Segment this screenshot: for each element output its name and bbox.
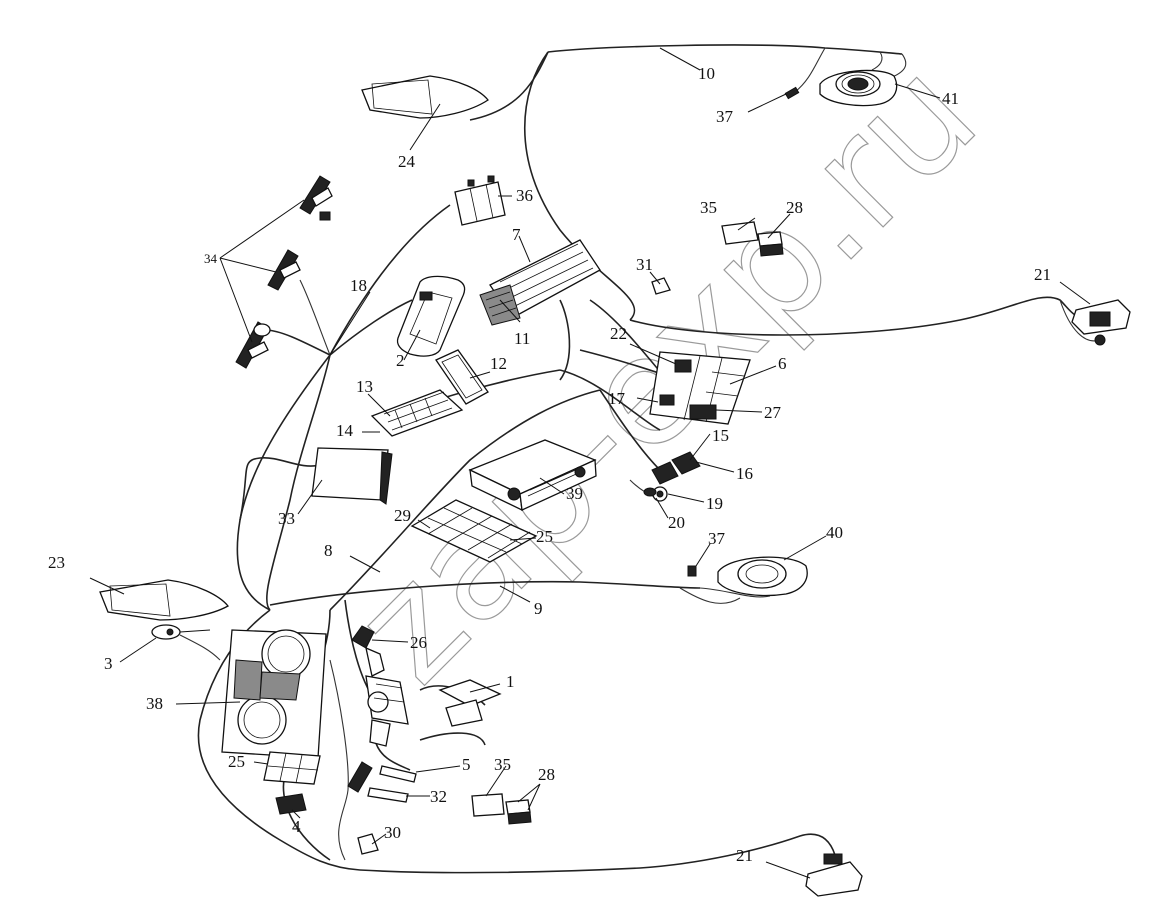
label-29: 29: [394, 506, 411, 525]
label-27: 27: [764, 403, 782, 422]
callout-numbers: 10 41 37 24 36 34 18 7 35 28 31 21 11 22…: [48, 64, 1051, 865]
label-37-top: 37: [716, 107, 734, 126]
part-29-25-keypad: [410, 499, 538, 563]
label-18: 18: [350, 276, 367, 295]
label-15: 15: [712, 426, 729, 445]
part-40-speaker: [717, 556, 808, 597]
label-31: 31: [636, 255, 653, 274]
label-7: 7: [512, 225, 521, 244]
part-30-label: [357, 833, 379, 855]
label-2: 2: [396, 351, 405, 370]
label-24: 24: [398, 152, 416, 171]
label-38: 38: [146, 694, 163, 713]
part-21-top: [1071, 299, 1131, 346]
label-39: 39: [566, 484, 583, 503]
part-34-switches: [235, 175, 333, 369]
part-5-32-plugs: [347, 761, 417, 803]
label-5: 5: [462, 755, 471, 774]
label-28-bottom: 28: [538, 765, 555, 784]
part-31-label: [651, 277, 671, 295]
part-41-speaker: [819, 69, 898, 107]
label-28-top: 28: [786, 198, 803, 217]
label-16: 16: [736, 464, 753, 483]
label-36: 36: [516, 186, 533, 205]
part-37-connector-bottom: [687, 565, 697, 577]
label-21-top: 21: [1034, 265, 1051, 284]
label-1: 1: [506, 672, 515, 691]
label-20: 20: [668, 513, 685, 532]
label-9: 9: [534, 599, 543, 618]
label-33: 33: [278, 509, 295, 528]
part-25-grid: [263, 751, 321, 785]
label-40: 40: [826, 523, 843, 542]
label-14: 14: [336, 421, 354, 440]
part-33-booklet: [311, 447, 393, 505]
label-41: 41: [942, 89, 959, 108]
label-23: 23: [48, 553, 65, 572]
part-26-1-switch-assembly: [351, 625, 502, 747]
label-11: 11: [514, 329, 530, 348]
leader-lines: [89, 47, 1091, 879]
label-13: 13: [356, 377, 373, 396]
part-21-bottom: [805, 853, 863, 897]
label-26: 26: [410, 633, 427, 652]
label-12: 12: [490, 354, 507, 373]
part-7-fuse-box: [479, 239, 601, 326]
part-35-28-top: [721, 221, 784, 257]
label-37-bottom: 37: [708, 529, 726, 548]
label-17: 17: [608, 389, 626, 408]
label-6: 6: [778, 354, 787, 373]
label-19: 19: [706, 494, 723, 513]
part-13-14-control-panel: [370, 389, 464, 437]
label-3: 3: [104, 654, 113, 673]
label-4: 4: [292, 817, 301, 836]
label-25-bottom: 25: [228, 752, 245, 771]
part-2-display: [396, 275, 466, 357]
part-15-16-connectors: [643, 451, 701, 502]
part-36-module: [454, 175, 506, 226]
part-4-relay: [275, 793, 307, 815]
part-3-key: [151, 624, 211, 640]
label-30: 30: [384, 823, 401, 842]
label-21-bottom: 21: [736, 846, 753, 865]
part-38-instrument-cluster: [221, 629, 327, 759]
part-24-headlamp: [361, 75, 489, 119]
part-39-radio: [468, 439, 597, 512]
label-32: 32: [430, 787, 447, 806]
label-34: 34: [204, 251, 218, 266]
label-25-top: 25: [536, 527, 553, 546]
part-12-panel: [435, 349, 489, 405]
label-8: 8: [324, 541, 333, 560]
part-6-22-27-module: [649, 351, 751, 425]
label-35-bottom: 35: [494, 755, 511, 774]
label-10: 10: [698, 64, 715, 83]
part-23-headlamp: [99, 579, 229, 621]
label-35-top: 35: [700, 198, 717, 217]
label-22: 22: [610, 324, 627, 343]
part-35-28-bottom: [471, 793, 532, 825]
part-37-connector-top: [784, 86, 800, 100]
